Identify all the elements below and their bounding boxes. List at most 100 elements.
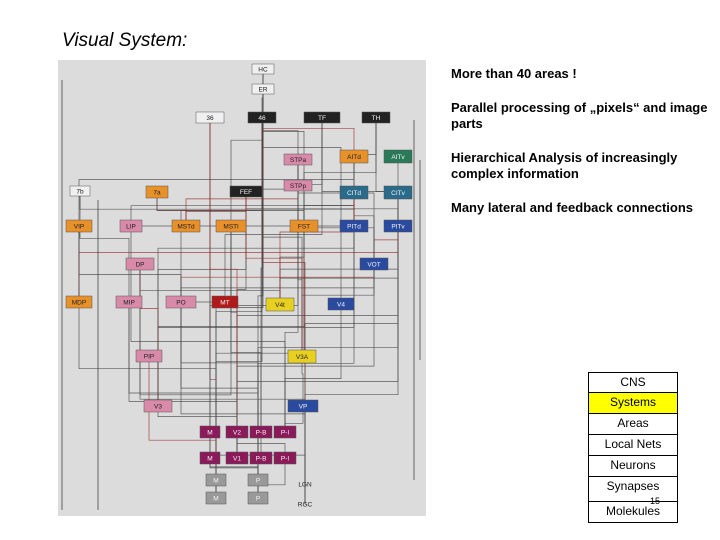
slide-title: Visual System: xyxy=(62,30,188,51)
area-box xyxy=(359,257,389,271)
area-box xyxy=(145,185,169,199)
area-box xyxy=(251,83,275,95)
area-label: FST xyxy=(298,224,310,231)
area-label: VIP xyxy=(74,224,84,231)
area-box xyxy=(283,179,313,192)
area-box xyxy=(287,349,317,364)
area-box xyxy=(65,295,93,309)
area-box xyxy=(205,473,227,487)
area-label: VP xyxy=(299,404,308,411)
area-box xyxy=(135,349,163,363)
bullet-list: More than 40 areas ! Parallel processing… xyxy=(451,66,713,234)
area-box xyxy=(249,425,273,439)
area-box xyxy=(195,111,225,124)
hierarchy-levels: CNS Systems Areas Local Nets Neurons Syn… xyxy=(588,372,678,523)
area-label: MIP xyxy=(123,300,135,307)
area-label: P-B xyxy=(256,430,267,437)
area-box xyxy=(205,491,227,505)
area-label: 36 xyxy=(206,115,214,122)
bullet-areas: More than 40 areas ! xyxy=(451,66,577,81)
area-label: MSTl xyxy=(223,224,239,231)
area-box xyxy=(303,111,341,124)
area-box xyxy=(283,153,313,166)
area-label: ER xyxy=(258,87,267,94)
area-box xyxy=(215,219,247,233)
area-box xyxy=(225,451,249,465)
area-box xyxy=(199,451,221,465)
level-systems: Systems xyxy=(588,393,678,414)
area-box xyxy=(225,425,249,439)
area-box xyxy=(251,63,275,75)
connection-line xyxy=(139,264,306,504)
area-label: P-I xyxy=(281,456,290,463)
level-areas: Areas xyxy=(588,414,678,435)
area-label: P-I xyxy=(281,430,290,437)
connection-line xyxy=(236,264,375,432)
area-box xyxy=(69,185,91,197)
area-box xyxy=(247,473,269,487)
level-molekules: Molekules xyxy=(588,502,678,523)
slide-number: 15 xyxy=(650,496,661,506)
area-label: CITd xyxy=(347,190,361,197)
connection-line xyxy=(78,156,355,226)
area-box xyxy=(289,219,319,233)
area-label: 46 xyxy=(258,115,266,122)
area-label: V4t xyxy=(275,302,285,309)
area-label: TH xyxy=(372,115,381,122)
area-box xyxy=(249,451,273,465)
area-label: V1 xyxy=(233,456,241,463)
area-box xyxy=(383,219,413,233)
connection-line xyxy=(209,159,299,432)
bullet-feedback: Many lateral and feedback connections xyxy=(451,200,694,215)
area-label: P-B xyxy=(256,456,267,463)
area-label: LGN xyxy=(298,482,312,489)
area-box xyxy=(361,111,391,124)
area-label: AITd xyxy=(347,154,361,161)
area-label: PITv xyxy=(391,224,405,231)
area-label: HC xyxy=(258,67,268,74)
area-label: PITd xyxy=(347,224,361,231)
area-box xyxy=(143,399,173,413)
area-label: M xyxy=(213,478,218,485)
area-label: M xyxy=(207,430,212,437)
area-label: DP xyxy=(135,262,144,269)
area-box xyxy=(211,295,239,309)
area-box xyxy=(119,219,143,233)
area-box xyxy=(339,219,369,233)
area-label: V3 xyxy=(154,404,162,411)
connection-line xyxy=(284,304,342,432)
area-label: P xyxy=(256,478,260,485)
area-box xyxy=(171,219,201,233)
area-box xyxy=(247,491,269,505)
area-label: PO xyxy=(176,300,185,307)
area-label: 7b xyxy=(76,189,84,196)
area-label: V2 xyxy=(233,430,241,437)
area-label: P xyxy=(256,496,260,503)
area-label: FEF xyxy=(240,189,252,196)
area-label: CITv xyxy=(391,190,405,197)
area-label: V3A xyxy=(296,354,309,361)
area-box xyxy=(165,295,197,309)
area-box xyxy=(383,185,413,200)
area-box xyxy=(273,425,297,439)
area-box xyxy=(115,295,143,309)
area-box xyxy=(229,185,263,198)
level-cns: CNS xyxy=(588,372,678,393)
area-box xyxy=(339,185,369,200)
area-label: STPa xyxy=(290,157,307,164)
area-box xyxy=(383,149,413,164)
area-box xyxy=(339,149,369,164)
level-local-nets: Local Nets xyxy=(588,435,678,456)
connection-line xyxy=(215,226,232,498)
level-synapses: Synapses xyxy=(588,477,678,502)
level-neurons: Neurons xyxy=(588,456,678,477)
area-label: 7a xyxy=(153,190,161,197)
area-label: VOT xyxy=(367,262,380,269)
area-label: TF xyxy=(318,115,326,122)
area-label: M xyxy=(213,496,218,503)
area-box xyxy=(327,297,355,311)
bullet-hierarchical: Hierarchical Analysis of increasingly co… xyxy=(451,150,678,181)
area-box xyxy=(199,425,221,439)
area-label: AITv xyxy=(391,154,405,161)
